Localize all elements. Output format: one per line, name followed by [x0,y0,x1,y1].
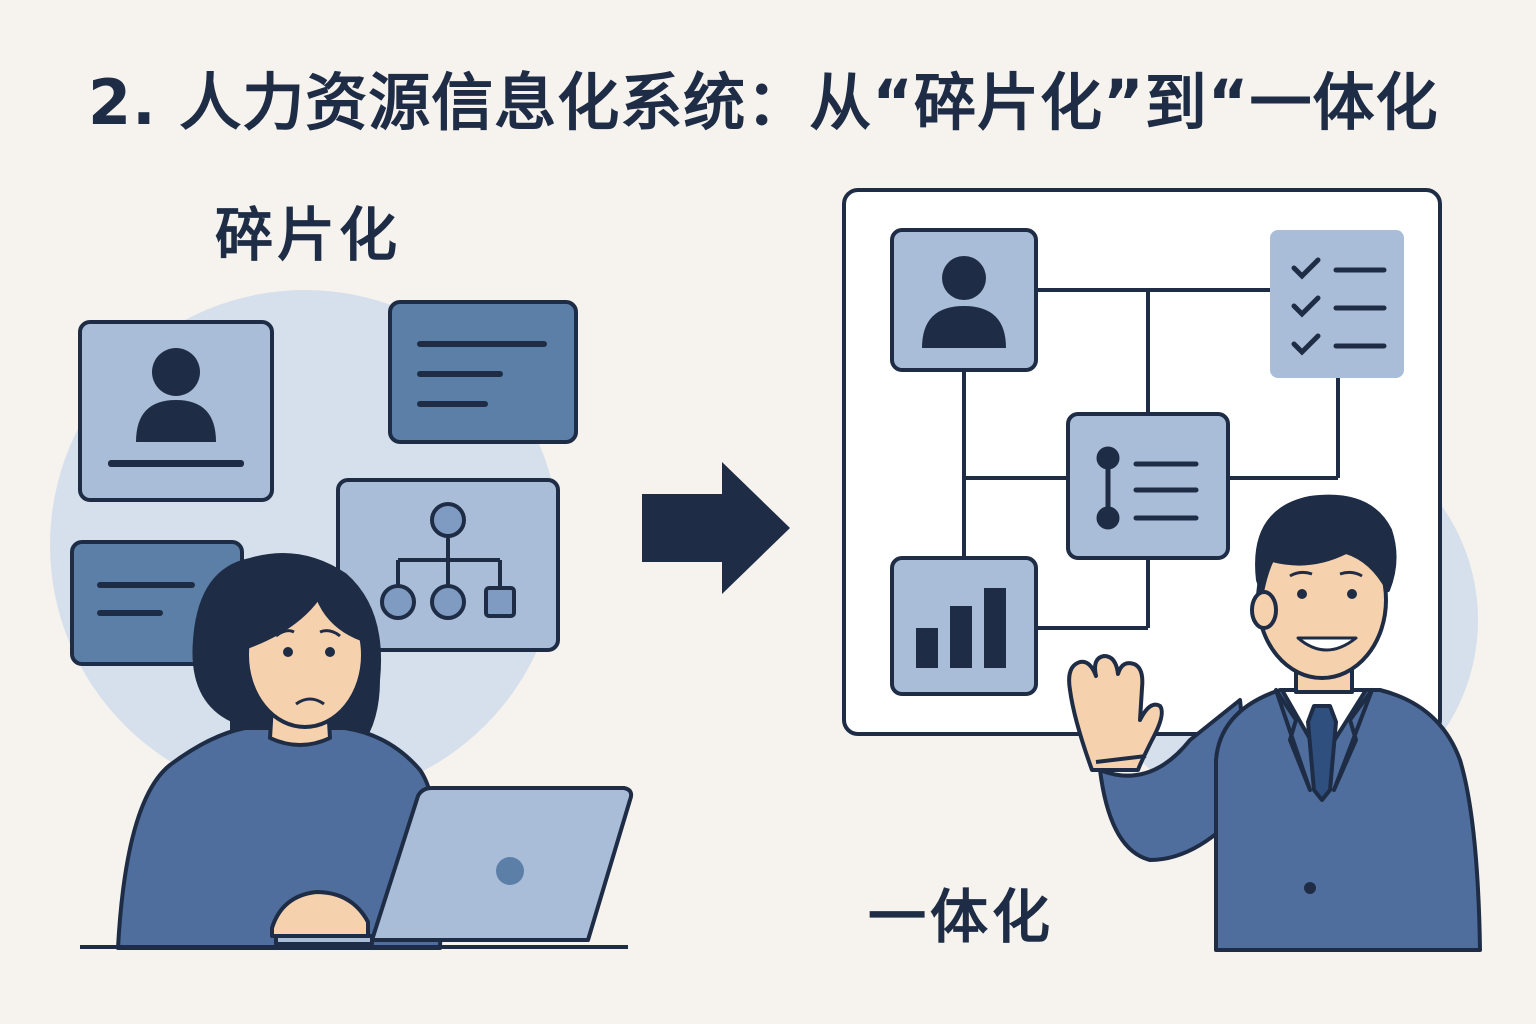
integrated-scene [842,188,1482,952]
timeline-list-icon [1096,446,1199,530]
user-icon [922,256,1006,348]
user-icon [136,348,216,442]
page-title: 2. 人力资源信息化系统：从“碎片化”到“一体化 [88,66,1439,139]
connector-lines [962,288,1340,630]
org-chart-icon [380,502,516,620]
arrow-right-icon [642,462,790,594]
fragmented-label: 碎片化 [215,201,402,269]
bar-chart-icon [916,588,1006,668]
worried-woman [116,553,443,950]
checklist-icon [1291,257,1387,356]
timeline-module [1066,412,1230,560]
checklist-module [1270,230,1404,378]
profile-card [78,320,274,502]
document-icon [417,341,547,407]
presenting-man [1067,494,1482,952]
document-card-top [388,300,578,444]
org-chart-card [336,478,560,652]
integrated-label: 一体化 [868,883,1055,951]
fragmented-scene [50,290,634,950]
laptop-icon [274,786,634,946]
bar-chart-module [890,556,1038,696]
user-module [890,228,1038,372]
